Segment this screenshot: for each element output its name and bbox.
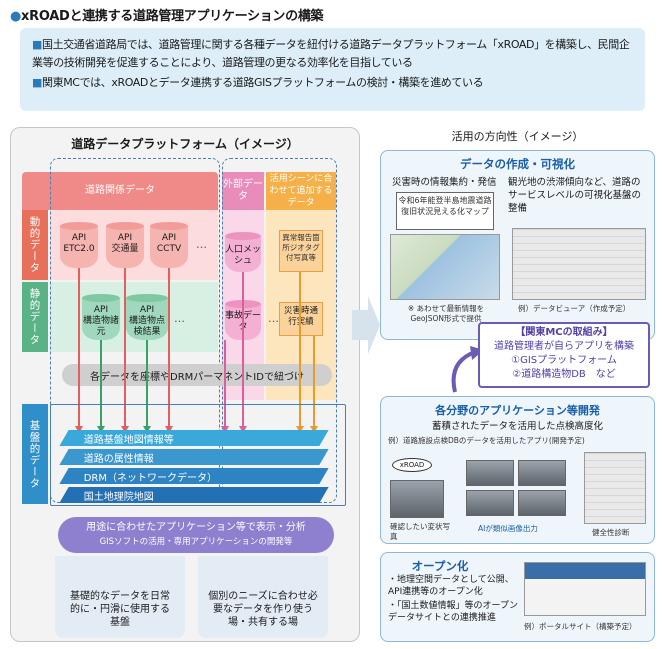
open-item-2: ・「国土数値情報」等のオープンデータサイトとの連携推進 xyxy=(388,601,518,623)
open-title: オープン化 xyxy=(411,559,469,573)
portal-site-image xyxy=(524,562,646,616)
viz-example: 例）データビューア（作成予定） xyxy=(518,304,631,313)
diagnosis-app-image xyxy=(584,452,646,524)
row-label-static: 静的データ xyxy=(22,282,48,352)
header-external-data: 外部データ xyxy=(222,172,264,210)
curved-arrow-icon xyxy=(451,350,476,393)
open-example: 例）ポータルサイト（構築予定） xyxy=(524,622,637,631)
row-label-dynamic: 動的データ xyxy=(22,210,48,280)
bottom-left-bg xyxy=(55,556,185,638)
row-label-base: 基盤的データ xyxy=(22,404,48,504)
anomaly-report-box: 異常報告箇所ジオタグ付写真等 xyxy=(279,230,323,272)
bottom-right-text: 個別のニーズに合わせ必要なデータを作り使う場・共有する場 xyxy=(208,591,318,628)
viz-left-box: 令和6年能登半島地震道路復旧状況見える化マップ xyxy=(396,192,494,230)
viz-title: データの作成・可視化 xyxy=(460,157,575,171)
kanto-box: 【関東MCの取組み】 道路管理者が自らアプリを構築 ①GISプラットフォーム ②… xyxy=(478,322,650,388)
more-dynamic-dots: … xyxy=(196,238,207,251)
viz-right-caption: 観光地の渋滞傾向など、道路のサービスレベルの可視化基盤の整備 xyxy=(508,177,642,214)
header-road-data: 道路関係データ xyxy=(22,172,218,210)
cylinder-population-mesh: 人口メッシュ xyxy=(225,232,261,272)
summary-line-1: ■国土交通省道路局では、道路管理に関する各種データを紐付ける道路データプラットフ… xyxy=(32,38,630,69)
apps-title: 各分野のアプリケーション等開発 xyxy=(435,404,600,417)
apps-caption-2: AIが類似画像出力 xyxy=(478,524,538,533)
xroad-badge: xROAD xyxy=(392,458,432,472)
link-bar: 各データを座標やDRMパーマネントIDで紐づけ xyxy=(62,364,332,386)
defect-photo xyxy=(390,480,444,518)
usage-heading: 活用の方向性（イメージ） xyxy=(451,130,584,143)
platform-title: 道路データプラットフォーム（イメージ） xyxy=(71,137,299,151)
bottom-right-bg xyxy=(198,556,328,638)
layer-road-attributes: 道路の属性情報 xyxy=(59,449,329,465)
ai-image-1 xyxy=(466,460,514,486)
page-title: ●xROADと連携する道路管理アプリケーションの構築 xyxy=(10,9,324,24)
viz-note: ※ あわせて最新情報をGeoJSON形式で提供 xyxy=(407,304,485,323)
apps-caption-1: 確認したい変状写真 xyxy=(390,522,450,541)
base-layers-frame xyxy=(50,404,346,506)
apps-example: 例）道路施設点検DBのデータを活用したアプリ(開発予定) xyxy=(388,436,585,445)
more-added-dots: … xyxy=(268,312,279,325)
data-viewer-image xyxy=(512,228,646,300)
ai-image-4 xyxy=(518,490,566,516)
viz-left-caption: 災害時の情報集約・発信 xyxy=(392,177,497,188)
apps-oval: 用途に合わせたアプリケーション等で表示・分析 GISソフトの活用・専用アプリケー… xyxy=(58,517,334,553)
flow-arrow-icon xyxy=(352,296,380,354)
ai-image-2 xyxy=(518,460,566,486)
layer-drm: DRM（ネットワークデータ） xyxy=(59,468,329,484)
header-added-data: 活用シーンに合わせて追加するデータ xyxy=(266,172,336,210)
disaster-map-image xyxy=(390,234,500,300)
layer-road-base-map: 道路基盤地図情報等 xyxy=(59,430,329,446)
bottom-left-text: 基礎的なデータを日常的に・円滑に使用する基盤 xyxy=(70,591,170,628)
open-item-1: ・地理空間データとして公開、API連携等のオープン化 xyxy=(388,575,514,597)
more-static-dots: … xyxy=(174,312,185,325)
summary-line-2: ■関東MCでは、xROADとデータ連携する道路GISプラットフォームの検討・構築… xyxy=(32,76,484,89)
layer-gsi-map: 国土地理院地図 xyxy=(59,487,329,503)
ai-image-3 xyxy=(466,490,514,516)
apps-sub: 蓄積されたデータを活用した点検高度化 xyxy=(431,421,603,432)
apps-caption-3: 健全性診断 xyxy=(592,528,630,537)
summary-box: ■国土交通省道路局では、道路管理に関する各種データを紐付ける道路データプラットフ… xyxy=(20,28,645,111)
